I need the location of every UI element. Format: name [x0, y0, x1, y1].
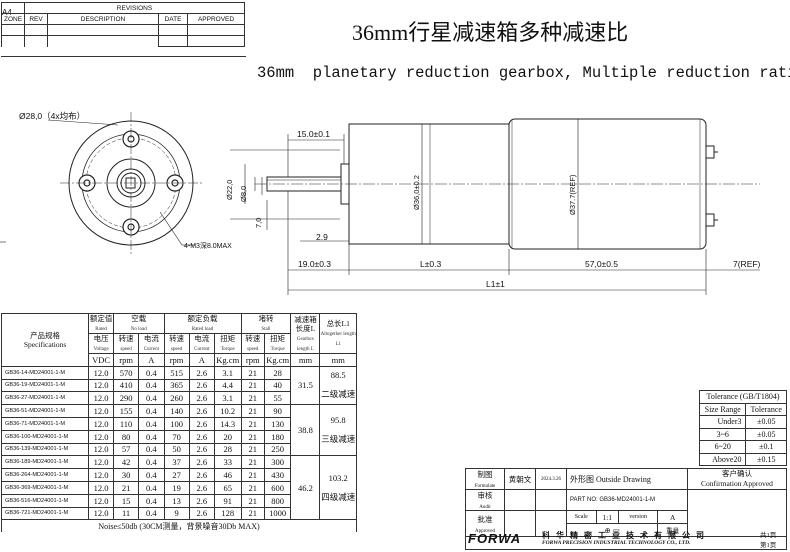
front-view	[47, 112, 202, 254]
company-name-en: FORWA PRECISION INDUSTRIAL TECHNOLOGY CO…	[542, 540, 691, 546]
title-english: 36mm planetary reduction gearbox, Multip…	[257, 64, 790, 82]
company-name-cn: 科 华 精 密 工 业 技 术 有 限 公 司	[542, 531, 706, 540]
sheet-total: 共1页	[760, 532, 777, 539]
gearbox-length-dimension: L±0.3	[420, 259, 441, 269]
motor-length-dimension: 57,0±0.5	[585, 259, 618, 269]
total-length-dimension: L1±1	[486, 279, 505, 289]
terminal-length-dimension: 7(REF)	[733, 259, 761, 269]
boss-diameter-dimension: Ø22,0	[225, 180, 234, 200]
gearbox-length-cell: 46.2	[290, 455, 321, 521]
reduction-stage-label: 三级减速	[321, 434, 356, 445]
pcd-dimension: Ø28,0（4x均布）	[19, 111, 85, 121]
body-diameter-dimension: Ø36,0±0.2	[412, 175, 421, 210]
flat-dimension: 7,0	[254, 218, 263, 228]
front-length-dimension: 19.0±0.3	[298, 259, 331, 269]
side-view	[255, 118, 760, 250]
technical-drawing: Ø28,0（4x均布） 4-M3深8.0MAX 15.0±0.1 2.9 19.…	[0, 111, 761, 295]
gearbox-length-cell: 31.5	[290, 365, 321, 406]
revision-title: REVISIONS	[24, 2, 245, 14]
projection-symbol: ⊕ ▭	[565, 523, 659, 537]
company-logo: FORWA	[468, 531, 522, 546]
step-dimension: 2.9	[316, 232, 328, 242]
sheet-number: 第1页	[760, 542, 777, 549]
noise-note: Noise≤50db (30CM测量，背景噪音30Db MAX)	[1, 519, 357, 533]
reduction-stage-label: 四级减速	[321, 491, 356, 502]
company-strip: FORWA 科 华 精 密 工 业 技 术 有 限 公 司 FORWA PREC…	[465, 528, 787, 550]
motor-diameter-dimension: Ø37.7(REF)	[568, 174, 577, 215]
revision-table: REVISIONS ZONE REV DESCRIPTION DATE APPR…	[1, 2, 245, 47]
shaft-length-dimension: 15.0±0.1	[297, 129, 330, 139]
shaft-diameter-dimension: Ø8,0	[239, 186, 248, 202]
title-chinese: 36mm行星减速箱多种减速比	[352, 20, 629, 45]
gearbox-length-cell: 38.8	[290, 404, 321, 457]
reduction-stage-label: 二级减速	[321, 389, 356, 400]
screw-dimension: 4-M3深8.0MAX	[184, 241, 232, 250]
